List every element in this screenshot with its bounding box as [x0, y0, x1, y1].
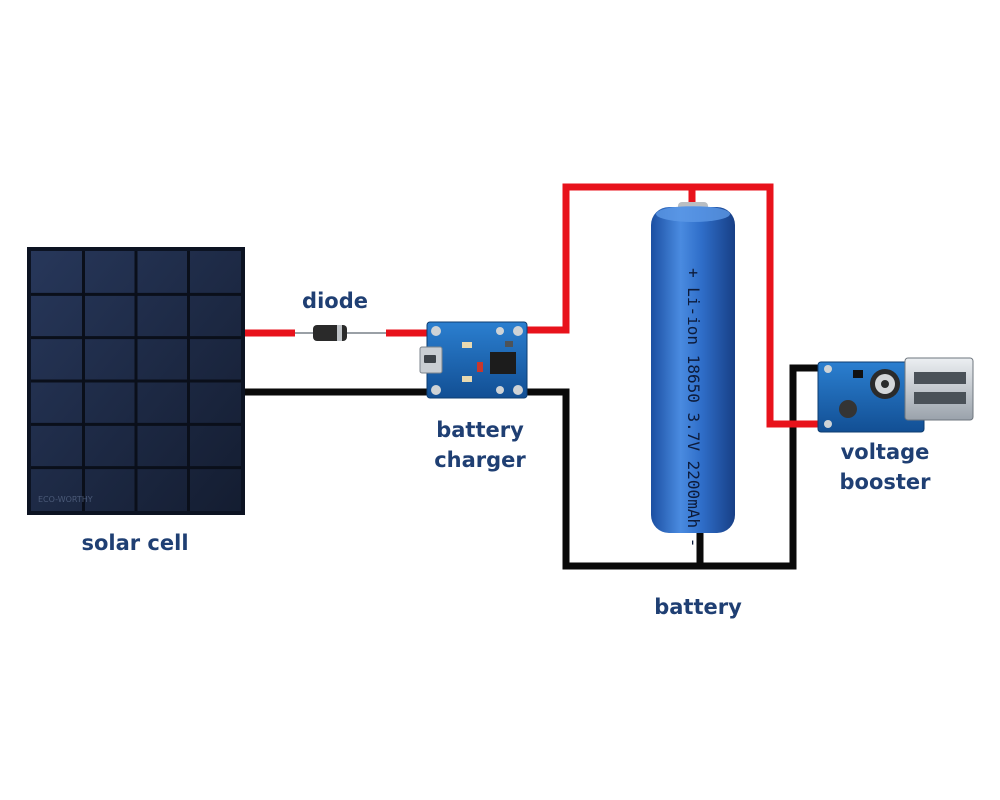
positive-wire-charger-to-battery: [522, 183, 824, 428]
solar-cell-label: solar cell: [81, 531, 189, 555]
svg-text:ECO-WORTHY: ECO-WORTHY: [38, 495, 93, 504]
battery-charger-label: battery charger: [434, 418, 526, 472]
voltage-booster-label: voltage booster: [839, 440, 931, 494]
diode-label: diode: [302, 289, 368, 313]
charger-module-icon: [419, 321, 528, 399]
diode-icon: [295, 325, 386, 341]
negative-wire-battery-to-booster: [700, 364, 824, 570]
wires: [245, 183, 824, 570]
solar-panel-icon: ECO-WORTHY: [27, 247, 245, 515]
boost-converter-icon: [817, 357, 974, 433]
solar-cell-grid: [31, 251, 241, 511]
battery-label: battery: [654, 595, 742, 619]
negative-wire-charger-to-battery: [522, 388, 700, 570]
battery-18650-icon: + Li-ion 18650 3.7V 2200mAh -: [651, 202, 735, 547]
battery-label-text: + Li-ion 18650 3.7V 2200mAh -: [684, 268, 703, 547]
